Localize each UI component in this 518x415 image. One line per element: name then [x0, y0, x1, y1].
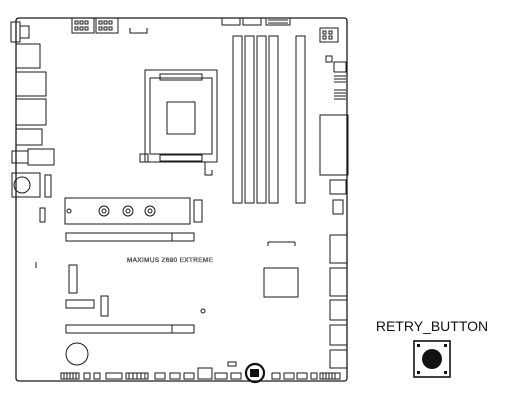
board-outline — [15, 17, 348, 382]
pcie-slot-1 — [65, 232, 195, 242]
cpu-socket — [139, 69, 218, 176]
top-power-connectors — [71, 17, 291, 34]
dimm-slots — [232, 35, 306, 204]
rear-io-ports — [10, 21, 55, 223]
m2-slot-lower — [65, 295, 109, 317]
retry-button-callout-label: RETRY_BUTTON — [376, 318, 488, 334]
bottom-edge-headers — [60, 361, 341, 380]
pcie-slot-2 — [65, 324, 195, 334]
tactile-push-button-icon — [413, 340, 451, 378]
board-model-label: MAXIMUS Z690 EXTREME — [127, 257, 214, 264]
m2-slot-upper — [64, 197, 203, 225]
m2-slot-vertical — [68, 264, 78, 294]
cmos-battery — [65, 342, 89, 366]
chipset — [263, 267, 299, 298]
retry-button-on-board — [244, 362, 266, 384]
right-edge-headers — [319, 27, 349, 369]
highlight-circle — [244, 362, 266, 384]
